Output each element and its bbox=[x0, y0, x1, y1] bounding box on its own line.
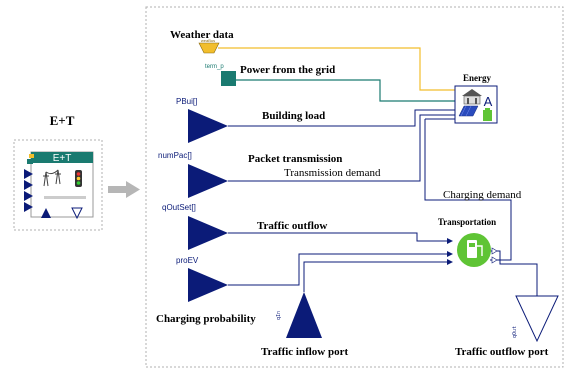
transmission-demand-label: Transmission demand bbox=[284, 167, 381, 179]
energy-transport-connections bbox=[228, 109, 538, 296]
traffic-inflow-label: Traffic inflow port bbox=[261, 346, 349, 358]
grid-label: Power from the grid bbox=[240, 64, 335, 76]
overview-title: E+T bbox=[50, 113, 75, 128]
overview-frame bbox=[13, 139, 103, 231]
overview-outflow-port bbox=[71, 207, 83, 220]
energy-block[interactable]: A bbox=[454, 85, 498, 124]
solar-panel-icon bbox=[458, 105, 479, 117]
detail-frame bbox=[145, 6, 564, 368]
grid-port[interactable]: term_p bbox=[205, 64, 236, 86]
packet-port-name: numPac[] bbox=[158, 151, 192, 160]
grid-port-name: term_p bbox=[205, 64, 224, 70]
grid-port-terminal-icon bbox=[221, 71, 236, 86]
overview-inflow-port bbox=[41, 208, 51, 218]
traffic-outflow-port[interactable] bbox=[515, 295, 559, 343]
overview-weather-port bbox=[29, 154, 34, 158]
overview-grid-port bbox=[27, 159, 33, 164]
energy-label: Energy bbox=[463, 73, 491, 83]
charging-port-name: proEV bbox=[176, 256, 199, 265]
overview-block-header bbox=[31, 152, 93, 163]
traffic-outflow-port-label: Traffic outflow port bbox=[455, 346, 549, 358]
building-port-name: PBui[] bbox=[176, 97, 197, 106]
traffic-port-name: qOutSet[] bbox=[162, 203, 196, 212]
traffic-outflow-label: Traffic outflow bbox=[257, 220, 327, 232]
transportation-block[interactable] bbox=[447, 233, 498, 267]
inflow-port-name: qIn bbox=[276, 311, 282, 320]
outflow-port-name: qOut bbox=[512, 326, 518, 338]
building-input-port[interactable] bbox=[188, 109, 228, 143]
building-label: Building load bbox=[262, 110, 325, 122]
weather-label: Weather data bbox=[170, 29, 234, 41]
overview-traffic-light-icon bbox=[75, 170, 82, 187]
traffic-input-port[interactable] bbox=[188, 216, 228, 250]
charging-input-port[interactable] bbox=[188, 268, 228, 302]
grid-connection bbox=[231, 79, 455, 102]
packet-label: Packet transmission bbox=[248, 153, 342, 165]
weather-port[interactable]: weaBus bbox=[198, 38, 220, 54]
charging-probability-label: Charging probability bbox=[156, 313, 256, 325]
overview-input-ports bbox=[24, 169, 33, 212]
energy-icon-letter: A bbox=[484, 94, 493, 109]
building-icon bbox=[462, 89, 482, 105]
traffic-inflow-port[interactable] bbox=[286, 292, 322, 338]
overview-block[interactable]: E+T bbox=[24, 151, 94, 220]
overview-bar bbox=[44, 196, 86, 199]
weather-port-name: weaBus bbox=[201, 38, 215, 43]
packet-input-port[interactable] bbox=[188, 164, 228, 198]
expand-arrow bbox=[108, 181, 140, 198]
battery-icon bbox=[483, 110, 492, 121]
charging-demand-label: Charging demand bbox=[443, 189, 522, 201]
overview-power-lines-icon bbox=[43, 169, 61, 187]
overview-block-label: E+T bbox=[53, 153, 72, 164]
transportation-label: Transportation bbox=[438, 217, 496, 227]
weather-port-connector-icon bbox=[198, 42, 220, 54]
